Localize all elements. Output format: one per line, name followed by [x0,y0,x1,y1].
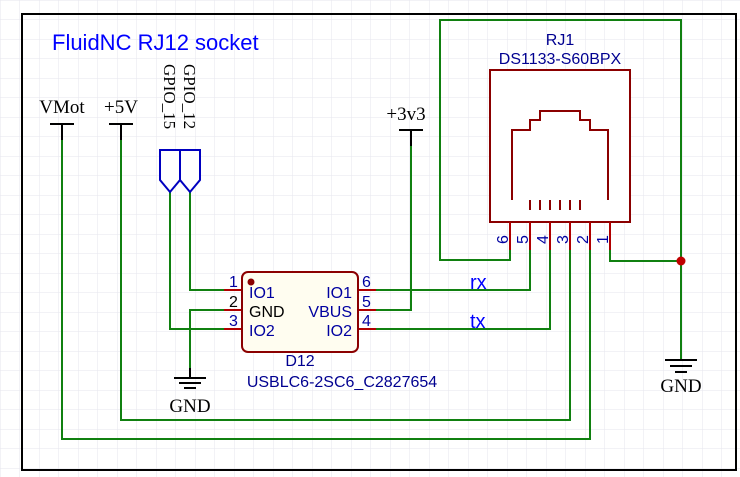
d12-pin-name-io2-left: IO2 [249,323,275,340]
3v3-label: +3v3 [386,104,425,125]
wire-rj-pin1-gnd [609,249,682,262]
sheet-title: FluidNC RJ12 socket [52,30,259,55]
rj1-jack-outline [511,110,609,200]
d12-body [241,271,359,353]
rj1-pin-num-3: 3 [555,235,572,244]
gnd-right-label: GND [660,376,701,397]
gpio12-label: GPIO_12 [180,64,199,129]
wire-5v [120,123,571,421]
d12-component: 1 2 3 IO1 GND IO2 6 5 4 IO1 VBUS IO2 D12… [224,271,437,391]
d12-pin-name-io1-left: IO1 [249,285,275,302]
3v3-power-symbol: +3v3 [386,104,426,146]
d12-pin-num-1: 1 [229,274,238,291]
vmot-label: VMot [39,97,85,118]
rj1-pin-num-2: 2 [575,235,592,244]
junction-dot [676,256,686,266]
gnd-symbol-left: GND [169,368,211,417]
d12-pin1-dot [247,278,255,286]
gpio15-label: GPIO_15 [160,64,179,129]
5v-label: +5V [104,97,138,118]
d12-pin-name-io2-right: IO2 [326,323,352,340]
gpio15-flag: GPIO_15 [159,64,181,194]
rj1-pin-num-1: 1 [595,235,612,244]
gnd-left-label: GND [169,396,210,417]
d12-pin-num-2: 2 [229,294,238,311]
rj1-value: DS1133-S60BPX [499,51,622,68]
wire-gpio15 [169,191,241,330]
wire-d12-gnd [189,309,241,379]
d12-pin-num-5: 5 [362,294,371,311]
wire-rx [359,249,531,291]
rj1-body [489,69,631,223]
d12-pin-num-3: 3 [229,313,238,330]
d12-pin-name-gnd: GND [249,304,285,321]
5v-power-symbol: +5V [104,97,138,140]
net-label-rx: rx [470,272,487,294]
rj1-component: RJ1 DS1133-S60BPX 6 5 4 3 2 1 [489,32,631,250]
rj1-pin-num-4: 4 [535,235,552,244]
gpio12-flag: GPIO_12 [179,64,201,194]
wire-vmot [61,123,591,440]
d12-pin-num-6: 6 [362,274,371,291]
rj1-reference: RJ1 [546,32,575,49]
gnd-symbol-right: GND [660,359,702,397]
wire-tx [359,249,551,330]
d12-value: USBLC6-2SC6_C2827654 [247,374,437,391]
d12-pin-num-4: 4 [362,313,371,330]
net-label-tx: tx [470,311,486,333]
rj1-pin-num-6: 6 [495,235,512,244]
wire-shield-loop [439,19,682,361]
sheet-frame [21,13,737,471]
wire-3v3 [359,129,412,311]
d12-pin-name-io1-right: IO1 [326,285,352,302]
d12-reference: D12 [285,353,314,370]
d12-pin-name-vbus: VBUS [308,304,352,321]
vmot-power-symbol: VMot [39,97,85,140]
wires [61,19,682,440]
wire-gpio12 [189,191,241,291]
rj1-pin-num-5: 5 [515,235,532,244]
